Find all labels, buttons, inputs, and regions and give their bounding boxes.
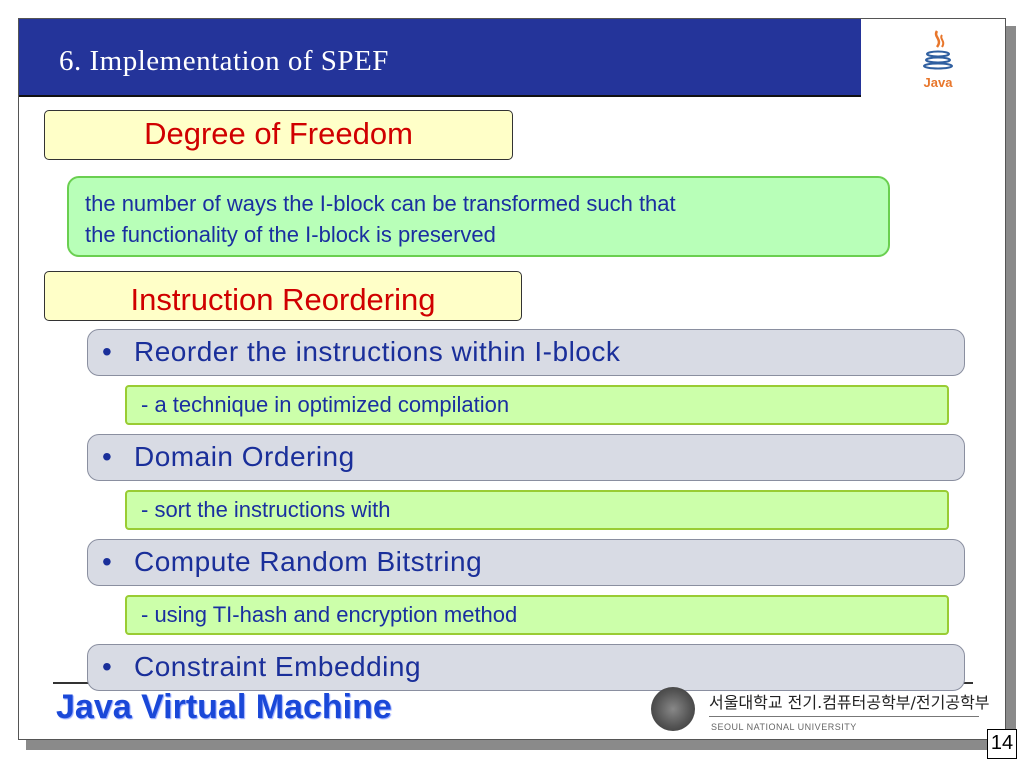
sub-note-text: - using TI-hash and encryption method — [141, 602, 518, 627]
bullet-constraint-embedding: • Constraint Embedding — [87, 644, 965, 691]
bullet-domain-ordering: • Domain Ordering — [87, 434, 965, 481]
sub-note-domain-ordering: - sort the instructions with — [125, 490, 949, 530]
bullet-label: Compute Random Bitstring — [134, 546, 483, 577]
bullet-random-bitstring: • Compute Random Bitstring — [87, 539, 965, 586]
sub-note-random-bitstring: - using TI-hash and encryption method — [125, 595, 949, 635]
bullet-glyph: • — [102, 651, 113, 682]
java-logo-text: Java — [923, 75, 953, 90]
definition-line-2: the functionality of the I-block is pres… — [85, 222, 496, 247]
degree-of-freedom-heading: Degree of Freedom — [44, 110, 513, 160]
bullet-label: Constraint Embedding — [134, 651, 422, 682]
bullet-label: Domain Ordering — [134, 441, 355, 472]
java-logo-icon: Java — [913, 27, 963, 97]
degree-heading-text: Degree of Freedom — [144, 116, 413, 151]
university-divider — [709, 716, 979, 717]
sub-note-text: - a technique in optimized compilation — [141, 392, 510, 417]
university-name-english: SEOUL NATIONAL UNIVERSITY — [711, 722, 857, 732]
slide-title: 6. Implementation of SPEF — [59, 45, 389, 77]
slide: 6. Implementation of SPEF Java Degree of… — [18, 18, 1006, 740]
bullet-glyph: • — [102, 336, 113, 367]
sub-note-text: - sort the instructions with — [141, 497, 391, 522]
footer-title: Java Virtual Machine — [56, 688, 392, 726]
instruction-reordering-heading: Instruction Reordering — [44, 271, 522, 321]
university-name-korean: 서울대학교 전기.컴퓨터공학부/전기공학부 — [709, 693, 990, 712]
university-emblem-icon — [651, 687, 695, 731]
bullet-reorder: • Reorder the instructions within I-block — [87, 329, 965, 376]
reordering-heading-text: Instruction Reordering — [130, 282, 436, 317]
sub-note-reorder: - a technique in optimized compilation — [125, 385, 949, 425]
definition-box: the number of ways the I-block can be tr… — [67, 176, 890, 257]
bullet-glyph: • — [102, 546, 113, 577]
title-bar: 6. Implementation of SPEF — [19, 19, 861, 97]
page-number: 14 — [987, 729, 1017, 759]
java-cup-icon — [923, 30, 953, 70]
bullet-label: Reorder the instructions within I-block — [134, 336, 621, 367]
bullet-glyph: • — [102, 441, 113, 472]
definition-line-1: the number of ways the I-block can be tr… — [85, 191, 676, 216]
